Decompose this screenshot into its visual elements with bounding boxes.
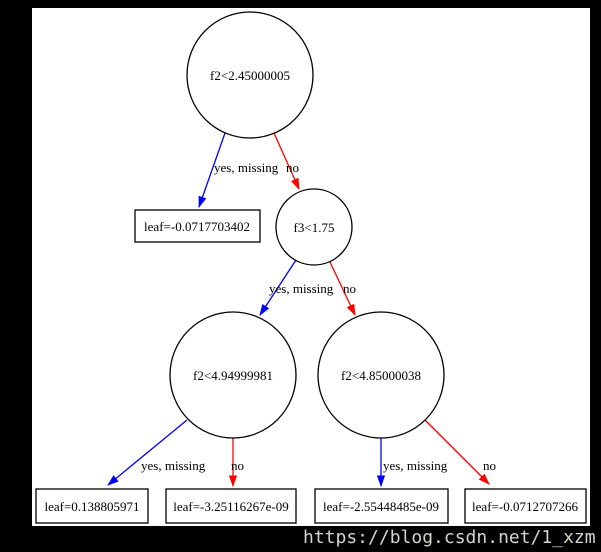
node-mid: f3<1.75 <box>275 188 353 266</box>
leaf-node: leaf=-2.55448485e-09 <box>314 488 449 524</box>
edge-label-no: no <box>231 458 244 473</box>
node-mid-label: f3<1.75 <box>294 220 335 235</box>
leaf-label: leaf=-3.25116267e-09 <box>173 499 289 514</box>
leaf-label: leaf=-0.0717703402 <box>144 219 250 234</box>
edge-root-to-leaf-yes <box>198 132 226 209</box>
edge-mid-to-left-yes <box>259 259 297 316</box>
edge-label-no: no <box>483 458 496 473</box>
node-left: f2<4.94999981 <box>169 311 297 439</box>
leaf-node: leaf=-0.0712707266 <box>464 488 587 524</box>
edge-root-to-mid-no <box>273 132 300 191</box>
watermark-url: https://blog.csdn.net/1_xzm <box>303 527 596 548</box>
edge-label-yes-missing: yes, missing <box>383 458 448 473</box>
leaf-label: leaf=0.138805971 <box>44 499 139 514</box>
leaf-node: leaf=0.138805971 <box>35 488 149 524</box>
leaf-node: leaf=-3.25116267e-09 <box>165 488 297 524</box>
edge-label-yes-missing: yes, missing <box>214 160 279 175</box>
edge-left-to-leaf-yes <box>107 419 188 486</box>
diagram-canvas <box>32 8 590 526</box>
node-root-label: f2<2.45000005 <box>210 68 290 83</box>
node-left-label: f2<4.94999981 <box>193 368 273 383</box>
edge-label-yes-missing: yes, missing <box>269 281 334 296</box>
leaf-node: leaf=-0.0717703402 <box>134 209 261 243</box>
node-root: f2<2.45000005 <box>186 11 314 139</box>
leaf-label: leaf=-0.0712707266 <box>472 499 578 514</box>
edge-right-to-leaf-no <box>424 419 490 485</box>
edge-mid-to-right-no <box>329 261 356 317</box>
edge-label-yes-missing: yes, missing <box>141 458 206 473</box>
node-right-label: f2<4.85000038 <box>341 368 421 383</box>
leaf-label: leaf=-2.55448485e-09 <box>323 499 439 514</box>
edge-label-no: no <box>286 160 299 175</box>
edge-label-no: no <box>343 281 356 296</box>
node-right: f2<4.85000038 <box>317 311 445 439</box>
